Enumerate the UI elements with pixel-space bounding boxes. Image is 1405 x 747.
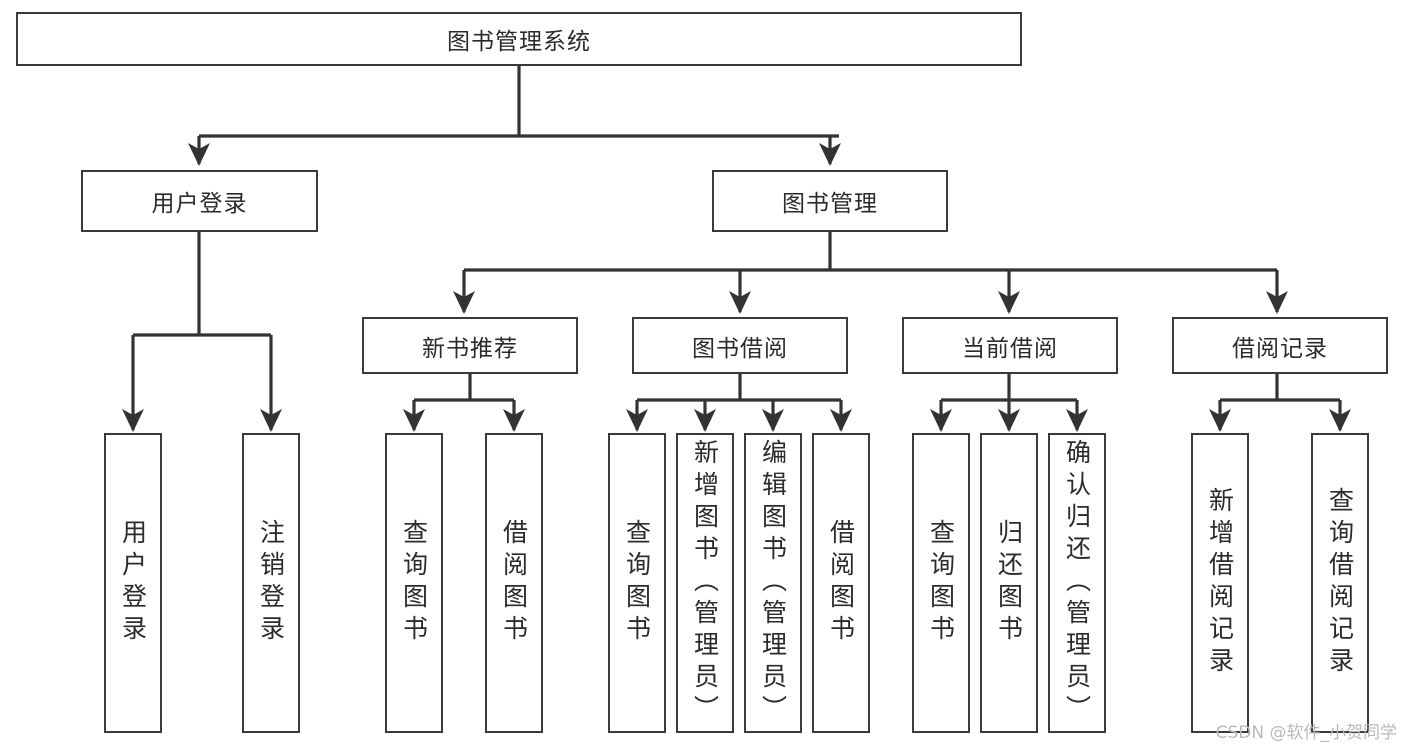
node-label: 编辑图书（管理员） (758, 439, 788, 727)
leaf-user-login-login[interactable]: 用户登录 (104, 433, 162, 733)
leaf-current-borrow-return-book[interactable]: 归还图书 (980, 433, 1038, 733)
node-root-book-management-system[interactable]: 图书管理系统 (16, 12, 1022, 66)
node-label: 当前借阅 (962, 335, 1058, 362)
node-borrow-record[interactable]: 借阅记录 (1172, 317, 1388, 374)
node-label: 用户登录 (118, 519, 148, 647)
node-book-borrow[interactable]: 图书借阅 (632, 317, 848, 374)
leaf-current-borrow-query-book[interactable]: 查询图书 (912, 433, 970, 733)
node-label: 图书借阅 (692, 335, 788, 362)
node-label: 新增图书（管理员） (690, 439, 720, 727)
node-current-borrow[interactable]: 当前借阅 (902, 317, 1118, 374)
node-new-book-recommend[interactable]: 新书推荐 (362, 317, 578, 374)
node-label: 借阅图书 (499, 519, 529, 647)
node-label: 新书推荐 (422, 335, 518, 362)
node-label: 图书管理 (782, 191, 878, 217)
leaf-book-borrow-add-book-admin[interactable]: 新增图书（管理员） (676, 433, 734, 733)
node-label: 用户登录 (151, 191, 248, 217)
leaf-new-book-borrow-book[interactable]: 借阅图书 (485, 433, 543, 733)
node-label: 归还图书 (994, 519, 1024, 647)
leaf-user-login-logout[interactable]: 注销登录 (242, 433, 300, 733)
leaf-new-book-query-book[interactable]: 查询图书 (385, 433, 443, 733)
node-label: 查询借阅记录 (1325, 487, 1355, 679)
csdn-watermark: CSDN @软件_小贺同学 (1215, 723, 1397, 743)
node-user-login[interactable]: 用户登录 (81, 170, 318, 232)
leaf-book-borrow-query-book[interactable]: 查询图书 (608, 433, 666, 733)
node-label: 借阅记录 (1232, 335, 1328, 362)
leaf-book-borrow-edit-book-admin[interactable]: 编辑图书（管理员） (744, 433, 802, 733)
node-book-management[interactable]: 图书管理 (712, 170, 948, 232)
node-label: 查询图书 (399, 519, 429, 647)
node-label: 查询图书 (622, 519, 652, 647)
node-label: 注销登录 (256, 519, 286, 647)
node-label: 查询图书 (926, 519, 956, 647)
node-label: 图书管理系统 (447, 29, 591, 55)
leaf-borrow-record-add-record[interactable]: 新增借阅记录 (1191, 433, 1249, 733)
node-label: 借阅图书 (826, 519, 856, 647)
leaf-current-borrow-confirm-return-admin[interactable]: 确认归还（管理员） (1048, 433, 1106, 733)
leaf-borrow-record-query-record[interactable]: 查询借阅记录 (1311, 433, 1369, 733)
leaf-book-borrow-borrow-book[interactable]: 借阅图书 (812, 433, 870, 733)
node-label: 确认归还（管理员） (1062, 439, 1092, 727)
node-label: 新增借阅记录 (1205, 487, 1235, 679)
